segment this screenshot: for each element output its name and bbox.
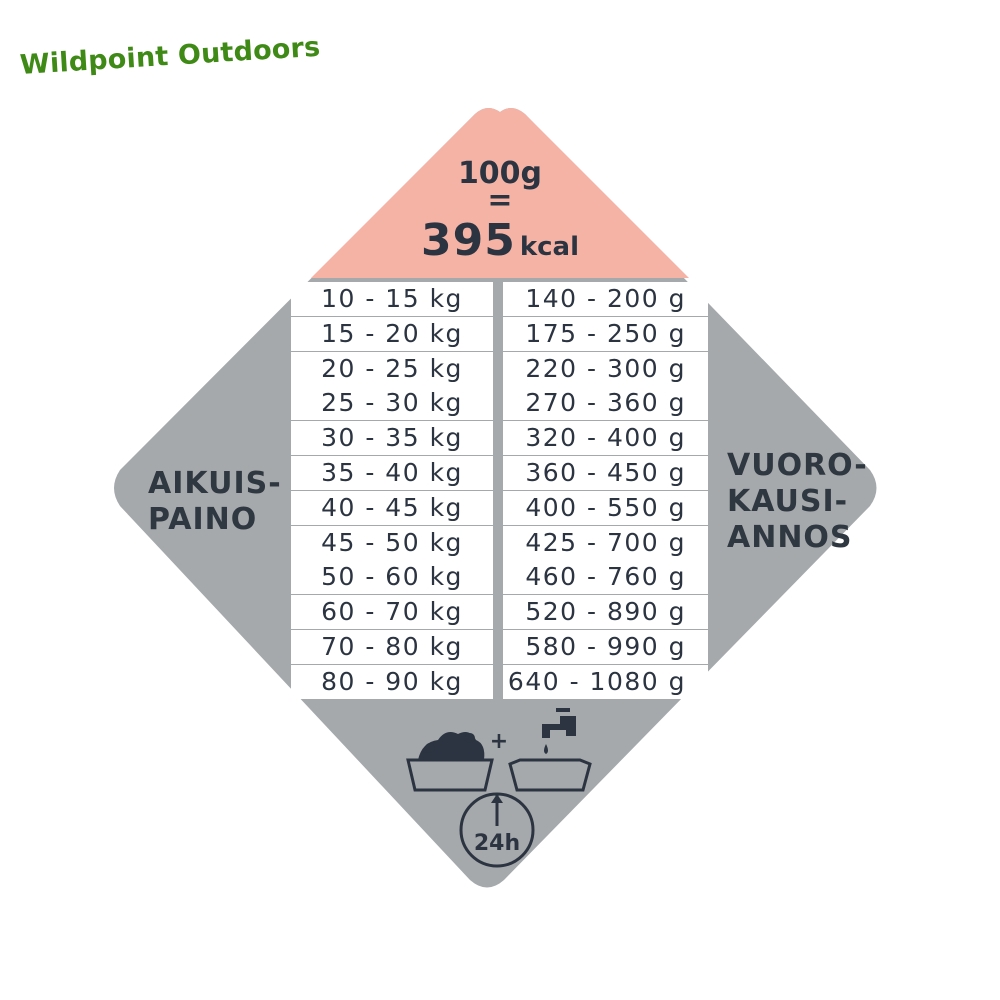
kcal-unit: kcal — [519, 232, 580, 262]
daily-amount-cell: 460 - 760 g — [503, 560, 708, 594]
clock-24h-icon: 24h — [459, 792, 535, 868]
daily-amount-cell: 400 - 550 g — [503, 491, 708, 525]
weight-cell: 35 - 40 kg — [291, 456, 493, 490]
clock-period-text: 24h — [474, 831, 520, 856]
equals-sign: = — [487, 183, 513, 218]
weight-cell: 25 - 30 kg — [291, 386, 493, 420]
daily-amount-cell: 140 - 200 g — [503, 282, 708, 316]
daily-amount-cell: 320 - 400 g — [503, 421, 708, 455]
water-tap-icon — [542, 708, 576, 754]
weight-cell: 30 - 35 kg — [291, 421, 493, 455]
daily-amount-cell: 270 - 360 g — [503, 386, 708, 420]
label-line: VUORO- — [727, 448, 868, 483]
daily-amount-cell: 425 - 700 g — [503, 526, 708, 560]
label-line: KAUSI- — [727, 484, 849, 519]
portion-amount: 100g — [457, 156, 543, 191]
label-line: AIKUIS- — [148, 466, 282, 501]
label-line: ANNOS — [727, 520, 853, 555]
weight-cell: 60 - 70 kg — [291, 595, 493, 629]
adult-weight-label: AIKUIS- PAINO — [148, 466, 282, 538]
daily-amount-cell: 640 - 1080 g — [503, 665, 708, 699]
weight-cell: 50 - 60 kg — [291, 560, 493, 594]
water-bowl-icon — [508, 758, 592, 792]
daily-amount-cell: 520 - 890 g — [503, 595, 708, 629]
label-line: PAINO — [148, 502, 258, 537]
daily-amount-cell: 360 - 450 g — [503, 456, 708, 490]
weight-cell: 70 - 80 kg — [291, 630, 493, 664]
weight-cell: 15 - 20 kg — [291, 317, 493, 351]
plus-sign: + — [490, 729, 508, 754]
kcal-number: 395 — [420, 215, 516, 266]
daily-portion-label: VUORO- KAUSI- ANNOS — [727, 448, 868, 556]
daily-amount-cell: 220 - 300 g — [503, 352, 708, 386]
weight-cell: 40 - 45 kg — [291, 491, 493, 525]
daily-amount-cell: 580 - 990 g — [503, 630, 708, 664]
daily-amount-cell: 175 - 250 g — [503, 317, 708, 351]
weight-cell: 45 - 50 kg — [291, 526, 493, 560]
energy-triangle — [311, 107, 689, 278]
weight-cell: 80 - 90 kg — [291, 665, 493, 699]
weight-cell: 20 - 25 kg — [291, 352, 493, 386]
food-bowl-icon — [406, 732, 494, 792]
weight-cell: 10 - 15 kg — [291, 282, 493, 316]
